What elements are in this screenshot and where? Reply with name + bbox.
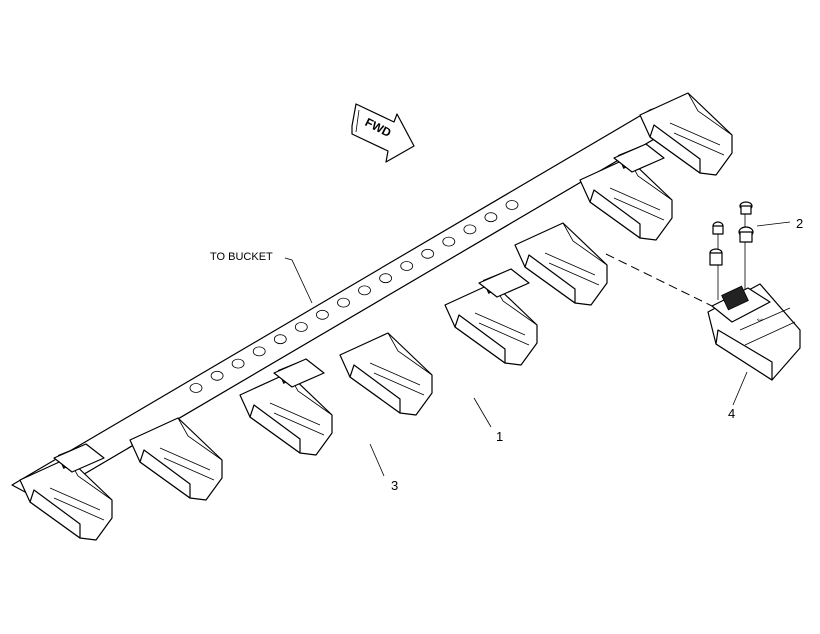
mounting-hole (484, 212, 498, 223)
mounting-hole (315, 309, 329, 320)
callout-3: 3 (391, 478, 398, 493)
tooth-adapter (579, 143, 673, 241)
mounting-hole (252, 346, 266, 357)
callout-2: 2 (796, 216, 803, 231)
to-bucket-note: TO BUCKET (210, 251, 313, 304)
tooth-adapter (639, 92, 733, 176)
mounting-holes (189, 200, 519, 393)
tooth-adapter (514, 222, 608, 306)
explosion-line (605, 253, 713, 307)
mounting-hole (400, 261, 414, 271)
callout-1: 1 (496, 429, 503, 444)
svg-text:⇔: ⇔ (755, 314, 765, 325)
forward-arrow: FWD (351, 103, 415, 163)
tooth-adapter (129, 417, 223, 501)
exploded-adapter-assembly: ⇔ (707, 283, 801, 381)
mounting-hole (358, 285, 371, 296)
mounting-hole (273, 334, 287, 345)
tooth-adapter (339, 332, 433, 416)
bolt-hardware (709, 201, 754, 300)
mounting-hole (189, 383, 203, 393)
mounting-hole (463, 224, 477, 235)
tooth-adapter (444, 268, 538, 366)
to-bucket-label: TO BUCKET (210, 251, 273, 263)
mounting-hole (421, 248, 435, 259)
callout-leaders (369, 221, 791, 477)
callout-4: 4 (728, 406, 735, 421)
mounting-hole (442, 236, 456, 247)
mounting-hole (337, 297, 350, 308)
mounting-hole (379, 273, 393, 284)
tooth-adapter (19, 443, 113, 541)
tooth-adapter (239, 358, 333, 456)
mounting-hole (505, 200, 519, 210)
mounting-hole (210, 370, 224, 381)
mounting-hole (294, 322, 308, 332)
tooth-adapters (19, 92, 733, 541)
mounting-hole (231, 358, 245, 369)
